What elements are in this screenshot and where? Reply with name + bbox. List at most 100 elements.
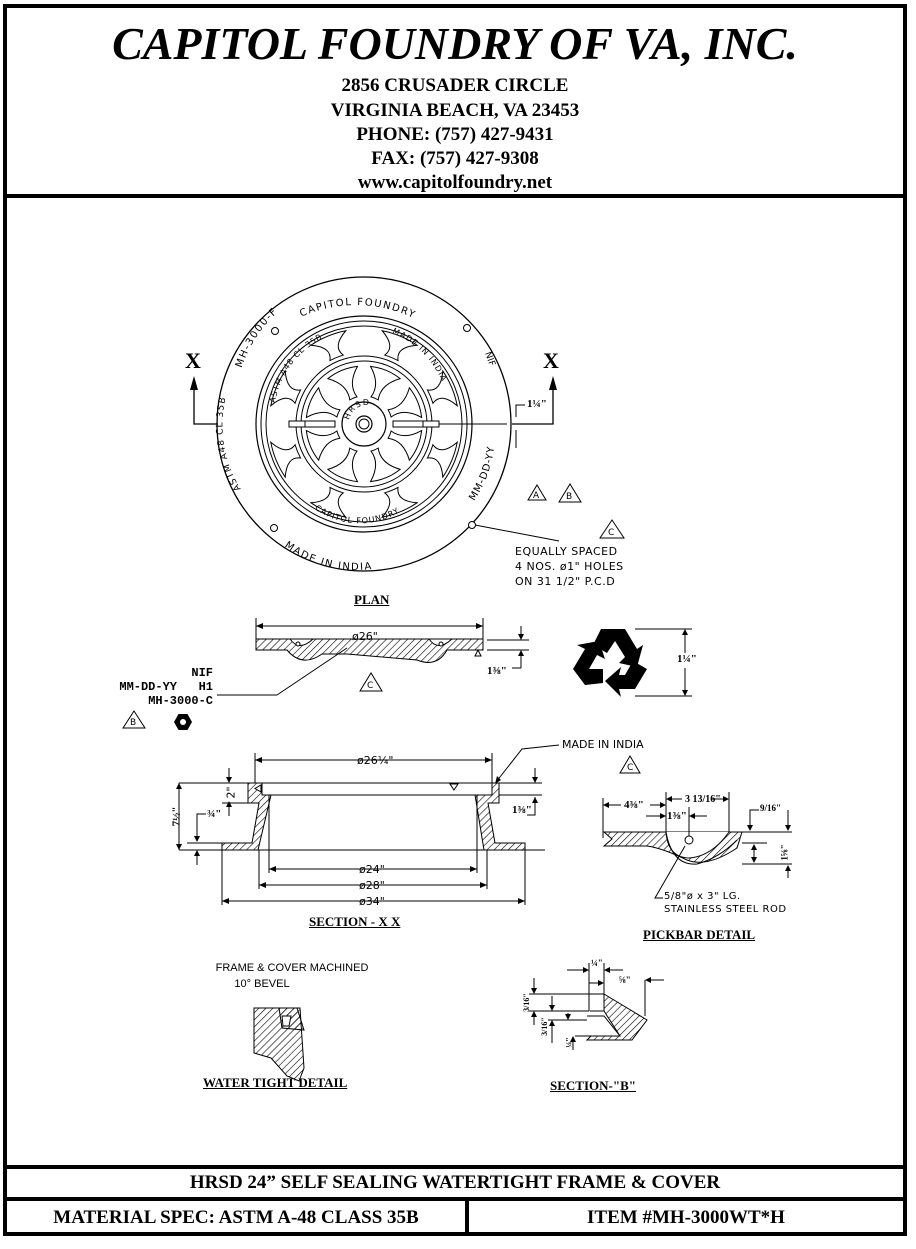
hub-hole-outer xyxy=(355,415,373,433)
rod-note: 5/8"ø x 3" LG. STAINLESS STEEL ROD xyxy=(664,891,787,915)
fax-number: FAX: (757) 427-9308 xyxy=(371,148,539,169)
cover-callout-c-icon: C xyxy=(359,672,383,692)
hub-circle xyxy=(341,401,387,447)
svg-text:A: A xyxy=(533,491,540,501)
small-recycle-icon xyxy=(174,714,192,730)
pickbar-slot-right xyxy=(392,420,440,428)
rim-text-nif: NIF xyxy=(482,351,496,368)
section-line-right xyxy=(512,388,554,425)
callout-c-icon: C xyxy=(599,519,625,539)
pickbar-slot-left xyxy=(288,420,336,428)
pickbar-dim-c: 1⅜" xyxy=(667,810,687,822)
engineering-drawing: CAPITOL FOUNDRY MADE IN INDIA ASTM A48 C… xyxy=(122,276,792,1082)
pickbar-dim-e: 1⅝" xyxy=(779,844,790,861)
website-link[interactable]: www.capitolfoundry.net xyxy=(357,172,553,193)
rim-text-mh3000f: MH-3000-F xyxy=(234,306,280,369)
pickbar-dim-b: 3 13/16" xyxy=(685,794,721,805)
section-dim-right: 1⅜" xyxy=(512,804,532,816)
section-arrow-left-icon xyxy=(190,376,198,390)
cover-section-view: C B xyxy=(122,618,529,730)
cover-lobe xyxy=(326,447,359,483)
item-number: ITEM #MH-3000WT*H xyxy=(587,1207,785,1228)
rim-text-made-in-india: MADE IN INDIA xyxy=(283,540,374,573)
section-b-dim-left: 3/16" xyxy=(521,993,531,1012)
section-arrow-right-icon xyxy=(549,376,557,390)
svg-text:C: C xyxy=(608,528,614,538)
drawing-sheet: CAPITOL FOUNDRY OF VA, INC. 2856 CRUSADE… xyxy=(3,4,907,1236)
svg-text:B: B xyxy=(566,492,572,502)
section-dim-flange: ¾" xyxy=(207,808,222,820)
section-dim-34: ø34" xyxy=(359,895,385,908)
cover-lobe xyxy=(309,329,348,362)
cover-lobe xyxy=(269,440,302,479)
section-xx-view: C xyxy=(176,744,641,905)
bolt-hole xyxy=(463,324,471,332)
address-line-2: VIRGINIA BEACH, VA 23453 xyxy=(330,100,580,121)
address-line-1: 2856 CRUSADER CIRCLE xyxy=(341,75,569,96)
recycle-dim-height: 1¼" xyxy=(677,653,697,665)
plan-caption: PLAN xyxy=(354,592,390,607)
section-xx-caption: SECTION - X X xyxy=(309,914,401,929)
cover-lobe xyxy=(369,447,402,483)
cover-dim-thickness: 1⅜" xyxy=(487,665,507,677)
drawing-title: HRSD 24” SELF SEALING WATERTIGHT FRAME &… xyxy=(7,1165,903,1201)
water-tight-caption: WATER TIGHT DETAIL xyxy=(203,1075,348,1090)
water-tight-detail-view xyxy=(253,1007,305,1082)
pickbar-detail-view xyxy=(602,792,792,899)
section-b-detail-view xyxy=(529,963,664,1050)
cover-marking-text: NIF MM-DD-YY H1 MH-3000-C xyxy=(119,666,213,708)
cover-lobe xyxy=(269,369,302,408)
rim-text-astm: ASTM A48 CL 35B xyxy=(215,396,243,493)
section-dim-24: ø24" xyxy=(359,863,385,876)
made-in-india-label: MADE IN INDIA xyxy=(562,738,644,751)
title-block-header: CAPITOL FOUNDRY OF VA, INC. 2856 CRUSADE… xyxy=(7,8,903,198)
pickbar-dim-a: 4⅜" xyxy=(624,799,644,811)
hole-leader-line xyxy=(474,524,560,542)
marking-callout-b-icon: B xyxy=(122,710,146,729)
pickbar-dim-d: 9/16" xyxy=(760,803,781,813)
callout-a-icon: A xyxy=(527,484,547,501)
cover-lobe xyxy=(369,365,402,401)
marking-leader-line xyxy=(276,647,348,696)
cover-lobe xyxy=(387,386,423,419)
section-callout-c-icon: C xyxy=(619,755,641,774)
recycle-symbol-icon xyxy=(573,629,647,697)
phone-number: PHONE: (757) 427-9431 xyxy=(356,124,554,145)
cover-lobe xyxy=(309,486,348,519)
cover-lobe xyxy=(387,429,423,462)
footer-info-row: MATERIAL SPEC: ASTM A-48 CLASS 35B ITEM … xyxy=(7,1201,903,1236)
pickbar-caption: PICKBAR DETAIL xyxy=(643,927,756,942)
cover-lobe xyxy=(426,440,459,479)
water-tight-note-2: 10° BEVEL xyxy=(234,978,290,990)
material-spec: MATERIAL SPEC: ASTM A-48 CLASS 35B xyxy=(7,1201,469,1236)
section-dim-28: ø28" xyxy=(359,879,385,892)
cover-spoke-pattern xyxy=(269,329,459,519)
bolt-hole xyxy=(270,524,278,532)
made-in-india-leader xyxy=(495,744,560,783)
company-name: CAPITOL FOUNDRY OF VA, INC. xyxy=(112,18,798,69)
section-b-dim-right: ⅝" xyxy=(619,975,631,985)
plan-view: CAPITOL FOUNDRY MADE IN INDIA ASTM A48 C… xyxy=(190,276,625,573)
hole-note: EQUALLY SPACED 4 NOS. ø1" HOLES ON 31 1/… xyxy=(515,545,624,588)
bolt-hole xyxy=(468,521,476,529)
section-b-dim-mid: 3/16" xyxy=(539,1017,549,1036)
cover-lobe xyxy=(326,365,359,401)
rod-leader-line xyxy=(654,845,686,899)
svg-text:C: C xyxy=(627,763,633,773)
section-dim-top: ø26¼" xyxy=(357,754,394,767)
water-tight-note-1: FRAME & COVER MACHINED xyxy=(215,962,369,974)
section-marker-left: X xyxy=(185,348,201,373)
hub-hole-inner xyxy=(358,418,370,430)
section-marker-right: X xyxy=(543,348,559,373)
section-b-dim-bottom: ¼" xyxy=(564,1037,574,1048)
callout-b-icon: B xyxy=(558,483,582,503)
cover-dim-diameter: ø26" xyxy=(352,630,378,643)
cover-lobe xyxy=(380,486,419,519)
cover-lobe xyxy=(380,329,419,362)
svg-text:C: C xyxy=(367,681,373,691)
drawing-area: CAPITOL FOUNDRY MADE IN INDIA ASTM A48 C… xyxy=(7,198,903,1168)
lid-text-capitol-foundry: CAPITOL FOUNDRY xyxy=(313,503,401,525)
section-dim-height: 7½" xyxy=(170,806,183,827)
cover-lobe xyxy=(426,369,459,408)
cover-lobe xyxy=(305,386,341,419)
